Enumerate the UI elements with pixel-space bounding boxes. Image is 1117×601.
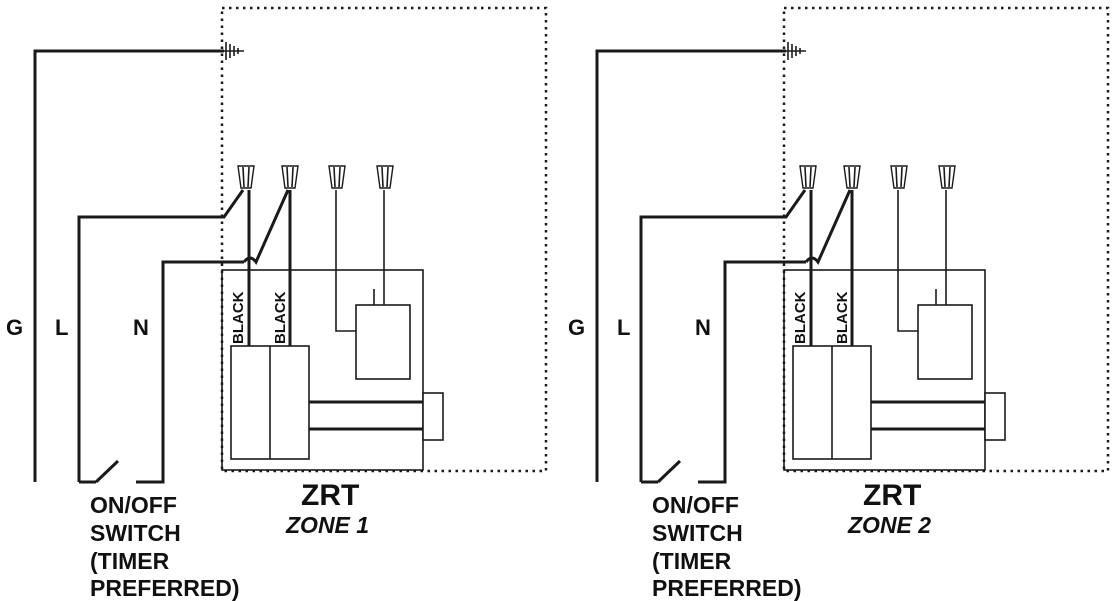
ground-icon bbox=[786, 42, 806, 60]
wire-label-black: BLACK bbox=[834, 291, 851, 344]
wire-nut-icon bbox=[328, 165, 346, 189]
ground-icon bbox=[224, 42, 244, 60]
ground-wire bbox=[33, 49, 224, 482]
enclosure-outline bbox=[220, 6, 548, 473]
zone-2-panel: G L N BLACK BLACK ON/OFF SWITCH (TIMER P… bbox=[568, 6, 1110, 601]
zone-label: ZONE 1 bbox=[285, 512, 369, 538]
wire-nut-icon bbox=[376, 165, 394, 189]
sensor-wire bbox=[897, 190, 918, 332]
wire-nut-icon bbox=[843, 165, 861, 189]
zone-label: ZONE 2 bbox=[847, 512, 931, 538]
sensor-module bbox=[355, 304, 411, 380]
line-wire bbox=[77, 189, 245, 482]
label-ground: G bbox=[568, 315, 585, 340]
label-ground: G bbox=[6, 315, 23, 340]
switch-label-line: (TIMER bbox=[90, 548, 170, 574]
switch-icon bbox=[94, 459, 120, 484]
neutral-wire bbox=[136, 260, 244, 484]
line-wire bbox=[639, 189, 807, 482]
label-line: L bbox=[617, 315, 630, 340]
switch-icon bbox=[656, 459, 682, 484]
enclosure-outline bbox=[782, 6, 1110, 473]
sensor-wire bbox=[335, 190, 356, 332]
zone-1-panel: G L N BLACK BLACK ON/OFF SWITCH (TIMER P… bbox=[6, 6, 548, 601]
label-neutral: N bbox=[133, 315, 149, 340]
switch-label-line: PREFERRED) bbox=[652, 575, 802, 601]
terminal-block bbox=[422, 392, 444, 441]
wire-label-black: BLACK bbox=[272, 291, 289, 344]
label-line: L bbox=[55, 315, 68, 340]
neutral-hop bbox=[804, 189, 852, 265]
wire-nut-icon bbox=[890, 165, 908, 189]
label-neutral: N bbox=[695, 315, 711, 340]
wire-nut-icon bbox=[799, 165, 817, 189]
switch-label-line: SWITCH bbox=[90, 520, 181, 546]
zrt-housing bbox=[783, 269, 986, 471]
switch-label-line: ON/OFF bbox=[90, 492, 177, 518]
wire-label-black: BLACK bbox=[230, 291, 247, 344]
switch-label-line: SWITCH bbox=[652, 520, 743, 546]
switch-label-line: (TIMER bbox=[652, 548, 732, 574]
wire-nut-icon bbox=[281, 165, 299, 189]
sensor-module bbox=[917, 304, 973, 380]
wire-label-black: BLACK bbox=[792, 291, 809, 344]
device-label: ZRT bbox=[863, 479, 921, 512]
switch-label-line: PREFERRED) bbox=[90, 575, 240, 601]
zrt-housing bbox=[221, 269, 424, 471]
neutral-wire bbox=[698, 260, 806, 484]
wire-nut-icon bbox=[237, 165, 255, 189]
switch-label-line: ON/OFF bbox=[652, 492, 739, 518]
terminal-block bbox=[984, 392, 1006, 441]
wire-nut-icon bbox=[938, 165, 956, 189]
ground-wire bbox=[595, 49, 786, 482]
neutral-hop bbox=[242, 189, 290, 265]
device-label: ZRT bbox=[301, 479, 359, 512]
